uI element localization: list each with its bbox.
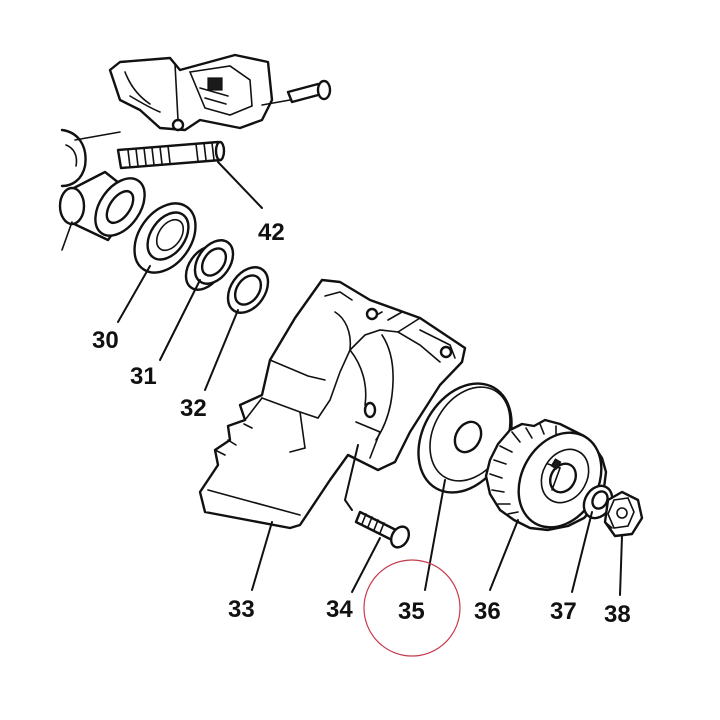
callout-labels: 42 30 31 32 33 34 35 36 37 38 bbox=[92, 219, 631, 628]
callout-38: 38 bbox=[604, 601, 631, 628]
lock-washer-part-37 bbox=[582, 484, 614, 520]
callout-35: 35 bbox=[398, 598, 425, 625]
gear-part-36 bbox=[484, 418, 608, 532]
callout-30: 30 bbox=[92, 327, 119, 354]
oil-seal-part-30 bbox=[133, 202, 197, 274]
highlight-circle-part-35 bbox=[363, 559, 461, 657]
washer-part-32 bbox=[226, 266, 270, 314]
cover-housing-part-33 bbox=[198, 278, 467, 530]
screw-part-34 bbox=[354, 510, 411, 549]
engine-case bbox=[108, 53, 291, 132]
callout-33: 33 bbox=[228, 596, 255, 623]
callout-31: 31 bbox=[130, 363, 157, 390]
bearing-sleeve-part-31 bbox=[184, 239, 235, 291]
collar-bushing bbox=[58, 170, 146, 251]
case-bolt bbox=[286, 79, 332, 104]
case-edge bbox=[60, 128, 121, 188]
callout-32: 32 bbox=[180, 395, 207, 422]
leader-lines bbox=[117, 161, 623, 596]
callout-42: 42 bbox=[258, 219, 285, 246]
callout-34: 34 bbox=[326, 596, 353, 623]
callout-37: 37 bbox=[550, 598, 577, 625]
stud-bolt-part-42 bbox=[116, 140, 226, 170]
callout-36: 36 bbox=[474, 598, 501, 625]
nut-part-38 bbox=[603, 490, 644, 538]
